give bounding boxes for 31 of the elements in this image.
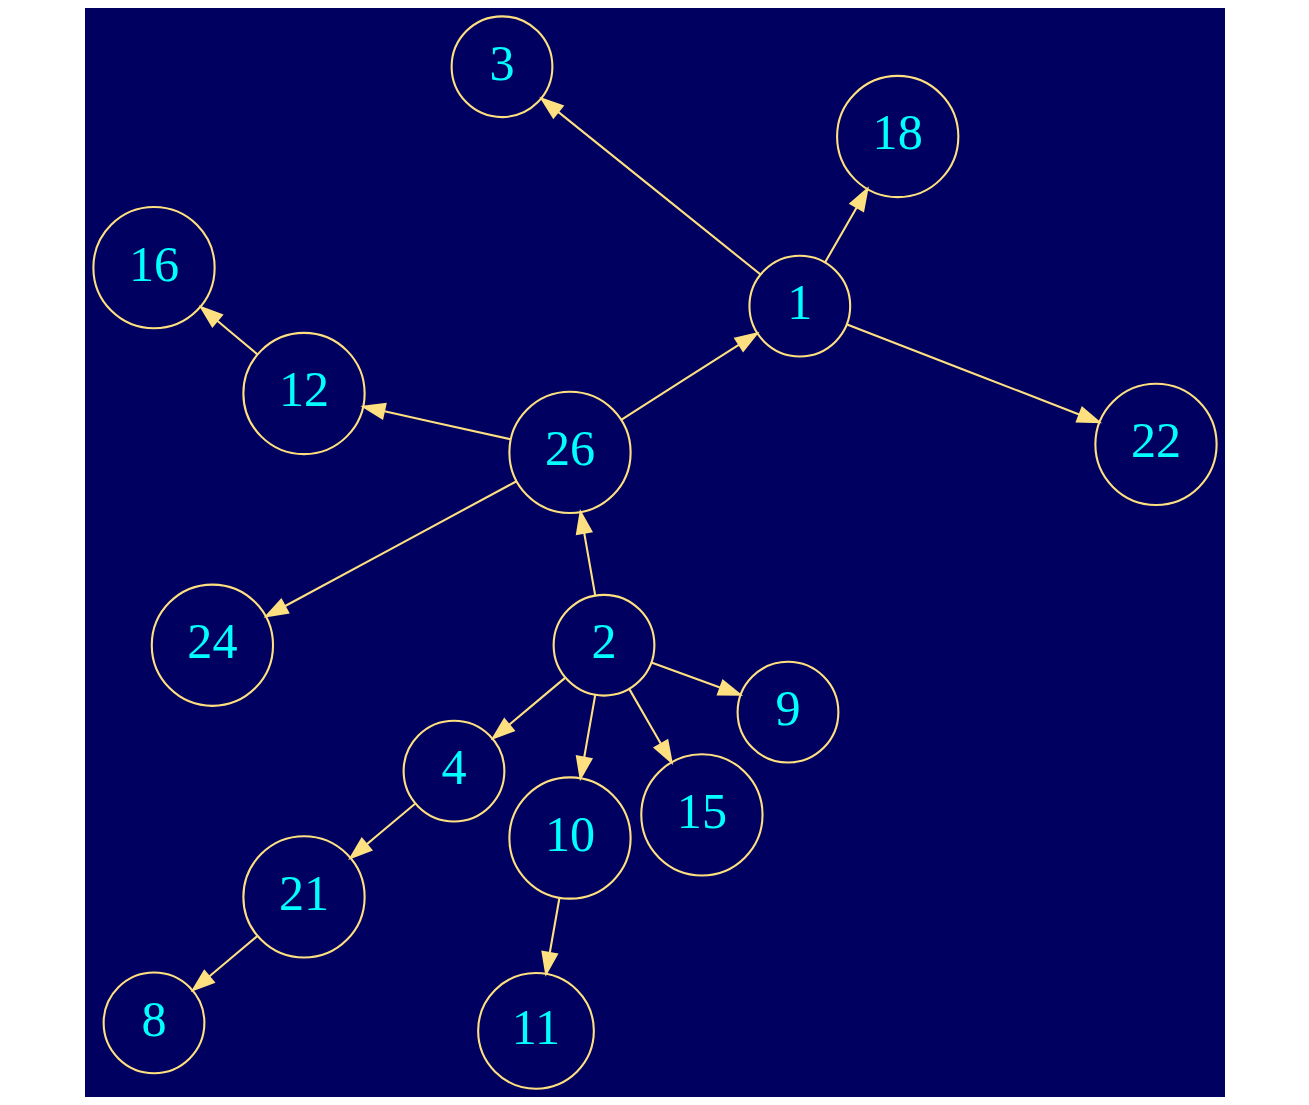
arrow xyxy=(627,688,673,765)
node-circle: 12 xyxy=(241,331,366,456)
node-circle: 15 xyxy=(639,753,764,877)
arrow xyxy=(846,323,1102,424)
arrow xyxy=(359,402,511,441)
node-circle: 2 xyxy=(552,593,655,697)
arrow xyxy=(620,331,760,421)
node-circle: 22 xyxy=(1093,382,1218,506)
node-circle: 21 xyxy=(241,835,366,959)
arrow xyxy=(263,480,517,618)
arrow xyxy=(575,509,596,596)
node-circle: 18 xyxy=(835,74,959,199)
node-circle: 4 xyxy=(402,719,505,823)
node-circle: 10 xyxy=(507,776,632,900)
node-circle: 3 xyxy=(450,15,553,119)
node-circle: 9 xyxy=(736,660,839,764)
arrow xyxy=(823,186,869,263)
node-circle: 24 xyxy=(150,583,274,707)
arrow xyxy=(190,935,258,993)
arrow xyxy=(198,305,258,356)
arrow xyxy=(540,897,560,977)
arrow xyxy=(650,661,743,696)
arrow xyxy=(575,694,596,782)
arrow xyxy=(538,96,761,276)
node-circle: 11 xyxy=(476,972,595,1090)
node-circle: 1 xyxy=(747,254,851,358)
arrow xyxy=(347,802,416,860)
arrow xyxy=(490,676,566,741)
node-circle: 8 xyxy=(102,971,205,1075)
node-circle: 16 xyxy=(91,205,216,330)
node-circle: 26 xyxy=(507,390,632,515)
